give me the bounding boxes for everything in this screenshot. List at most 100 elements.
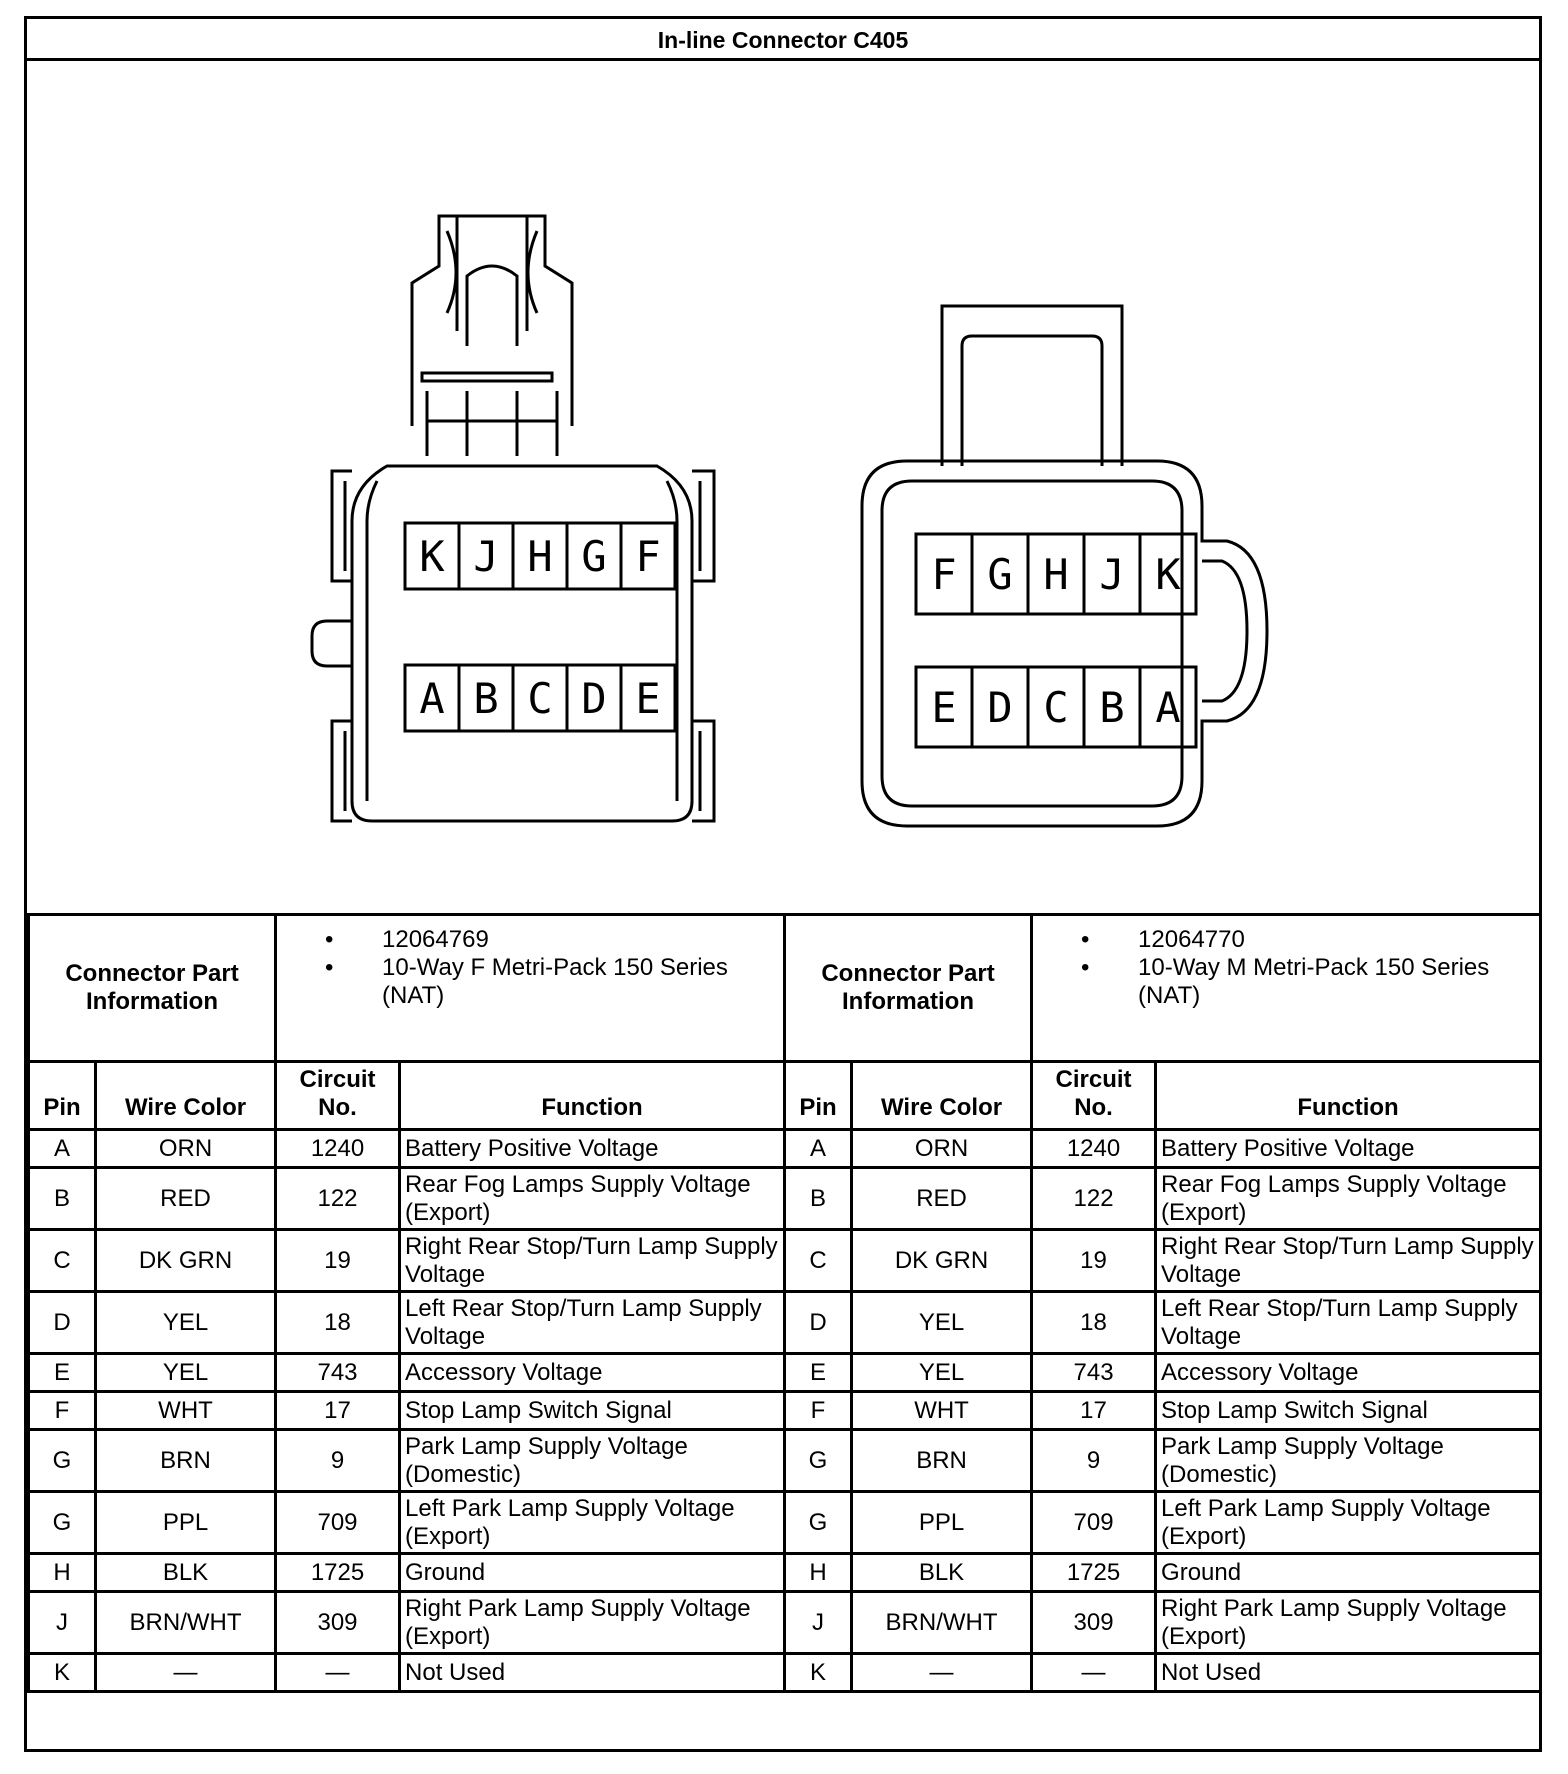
circuit-cell: 309 — [1030, 1590, 1158, 1655]
circuit-cell: 1725 — [1030, 1552, 1158, 1593]
pin-cell: E — [27, 1352, 97, 1393]
wire-color-cell: BRN — [850, 1428, 1034, 1493]
pin-cell: B — [783, 1166, 854, 1231]
function-cell: Right Park Lamp Supply Voltage (Export) — [398, 1590, 787, 1655]
function-cell: Right Park Lamp Supply Voltage (Export) — [1154, 1590, 1543, 1655]
wire-color-cell: WHT — [93, 1390, 278, 1431]
function-cell: Rear Fog Lamps Supply Voltage (Export) — [398, 1166, 787, 1231]
wire-color-cell: YEL — [850, 1352, 1034, 1393]
col-pin: Pin — [783, 1060, 854, 1131]
pin-label: J — [1099, 550, 1124, 599]
pin-cell: J — [783, 1590, 854, 1655]
part-description: 10-Way F Metri-Pack 150 Series (NAT) — [277, 954, 783, 1010]
col-wire-color: Wire Color — [93, 1060, 278, 1131]
pinout-table: Connector Part Information 12064769 10-W… — [26, 913, 1543, 1693]
pin-label: H — [527, 532, 552, 581]
circuit-cell: 18 — [1030, 1290, 1158, 1355]
circuit-cell: — — [274, 1652, 402, 1693]
circuit-cell: 122 — [274, 1166, 402, 1231]
function-cell: Left Rear Stop/Turn Lamp Supply Voltage — [1154, 1290, 1543, 1355]
circuit-cell: 122 — [1030, 1166, 1158, 1231]
pin-cell: G — [27, 1428, 97, 1493]
pin-label: F — [635, 532, 660, 581]
page-title: In-line Connector C405 — [27, 19, 1539, 61]
circuit-cell: 1725 — [274, 1552, 402, 1593]
col-wire-color: Wire Color — [850, 1060, 1034, 1131]
circuit-cell: 19 — [1030, 1228, 1158, 1293]
pin-cell: J — [27, 1590, 97, 1655]
wire-color-cell: DK GRN — [850, 1228, 1034, 1293]
function-cell: Left Park Lamp Supply Voltage (Export) — [398, 1490, 787, 1555]
connector-sheet: In-line Connector C405 — [24, 16, 1543, 1752]
pin-label: G — [987, 550, 1012, 599]
circuit-cell: 18 — [274, 1290, 402, 1355]
pin-label: A — [419, 674, 444, 723]
col-function: Function — [398, 1060, 787, 1131]
wire-color-cell: YEL — [850, 1290, 1034, 1355]
part-info-label-left: Connector Part Information — [26, 913, 278, 1063]
col-circuit: Circuit No. — [274, 1060, 402, 1131]
cavity-row — [403, 521, 677, 591]
circuit-cell: 1240 — [1030, 1128, 1158, 1169]
wire-color-cell: BLK — [850, 1552, 1034, 1593]
part-number: 12064770 — [1033, 926, 1539, 954]
pin-cell: G — [783, 1490, 854, 1555]
wire-color-cell: — — [93, 1652, 278, 1693]
pin-cell: K — [783, 1652, 854, 1693]
function-cell: Rear Fog Lamps Supply Voltage (Export) — [1154, 1166, 1543, 1231]
pin-label: E — [635, 674, 660, 723]
pin-cell: H — [783, 1552, 854, 1593]
function-cell: Battery Positive Voltage — [398, 1128, 787, 1169]
part-description: 10-Way M Metri-Pack 150 Series (NAT) — [1033, 954, 1539, 1010]
circuit-cell: 17 — [274, 1390, 402, 1431]
male-connector-body — [860, 304, 1269, 828]
pin-cell: G — [27, 1490, 97, 1555]
circuit-cell: 743 — [1030, 1352, 1158, 1393]
col-pin: Pin — [27, 1060, 97, 1131]
pin-label: K — [1155, 550, 1181, 599]
part-number: 12064769 — [277, 926, 783, 954]
pin-cell: G — [783, 1428, 854, 1493]
pin-cell: C — [27, 1228, 97, 1293]
wire-color-cell: YEL — [93, 1352, 278, 1393]
wire-color-cell: WHT — [850, 1390, 1034, 1431]
circuit-cell: 19 — [274, 1228, 402, 1293]
pin-cell: A — [27, 1128, 97, 1169]
circuit-cell: 9 — [1030, 1428, 1158, 1493]
pin-label: B — [1099, 683, 1124, 732]
wire-color-cell: BLK — [93, 1552, 278, 1593]
function-cell: Right Rear Stop/Turn Lamp Supply Voltage — [1154, 1228, 1543, 1293]
wire-color-cell: — — [850, 1652, 1034, 1693]
pin-cell: F — [27, 1390, 97, 1431]
pin-label: G — [581, 532, 606, 581]
pin-cell: C — [783, 1228, 854, 1293]
pin-label: B — [473, 674, 498, 723]
part-info-right: 12064770 10-Way M Metri-Pack 150 Series … — [1030, 913, 1543, 1063]
pin-cell: B — [27, 1166, 97, 1231]
pin-label: J — [473, 532, 498, 581]
function-cell: Accessory Voltage — [398, 1352, 787, 1393]
wire-color-cell: RED — [850, 1166, 1034, 1231]
wire-color-cell: ORN — [850, 1128, 1034, 1169]
function-cell: Not Used — [1154, 1652, 1543, 1693]
pin-cell: D — [783, 1290, 854, 1355]
function-cell: Stop Lamp Switch Signal — [398, 1390, 787, 1431]
pin-cell: K — [27, 1652, 97, 1693]
cavity-row — [914, 532, 1198, 616]
pin-label: A — [1155, 683, 1180, 732]
wire-color-cell: DK GRN — [93, 1228, 278, 1293]
part-info-left: 12064769 10-Way F Metri-Pack 150 Series … — [274, 913, 787, 1063]
function-cell: Battery Positive Voltage — [1154, 1128, 1543, 1169]
pin-label: C — [1043, 683, 1068, 732]
female-connector-body — [310, 214, 716, 823]
circuit-cell: — — [1030, 1652, 1158, 1693]
pin-label: C — [527, 674, 552, 723]
